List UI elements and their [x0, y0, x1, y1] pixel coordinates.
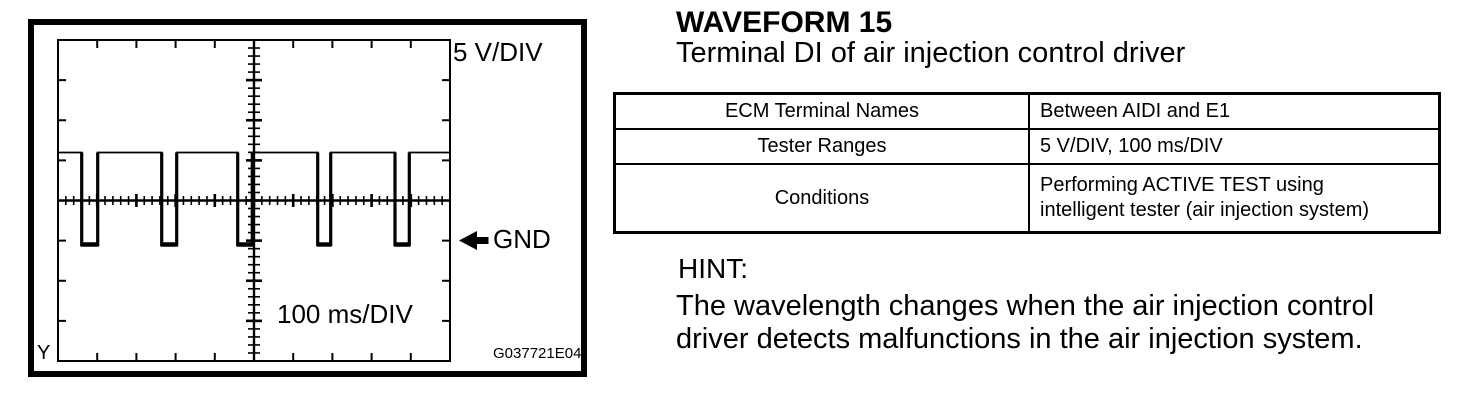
hint-text: The wavelength changes when the air inje… — [676, 290, 1375, 355]
spec-table: ECM Terminal Names Between AIDI and E1 T… — [613, 92, 1441, 234]
table-row: ECM Terminal Names Between AIDI and E1 — [616, 95, 1438, 128]
row-value: Between AIDI and E1 — [1040, 100, 1231, 122]
table-row: Tester Ranges 5 V/DIV, 100 ms/DIV — [616, 128, 1438, 163]
page-subtitle: Terminal DI of air injection control dri… — [676, 37, 1186, 69]
hint-label: HINT: — [678, 253, 748, 284]
table-row: Conditions Performing ACTIVE TEST using … — [616, 163, 1438, 231]
figure-code: G037721E04 — [493, 345, 582, 362]
row-label: Conditions — [616, 165, 1030, 231]
volts-per-div-label: 5 V/DIV — [453, 37, 543, 67]
row-value: Performing ACTIVE TEST using intelligent… — [1040, 174, 1370, 221]
time-per-div-label: 100 ms/DIV — [277, 299, 413, 329]
y-axis-label: Y — [37, 342, 51, 364]
gnd-label: GND — [493, 224, 551, 254]
page-title: WAVEFORM 15 — [676, 6, 893, 39]
row-label: ECM Terminal Names — [616, 95, 1030, 128]
row-value: 5 V/DIV, 100 ms/DIV — [1040, 135, 1223, 157]
row-label: Tester Ranges — [616, 130, 1030, 163]
